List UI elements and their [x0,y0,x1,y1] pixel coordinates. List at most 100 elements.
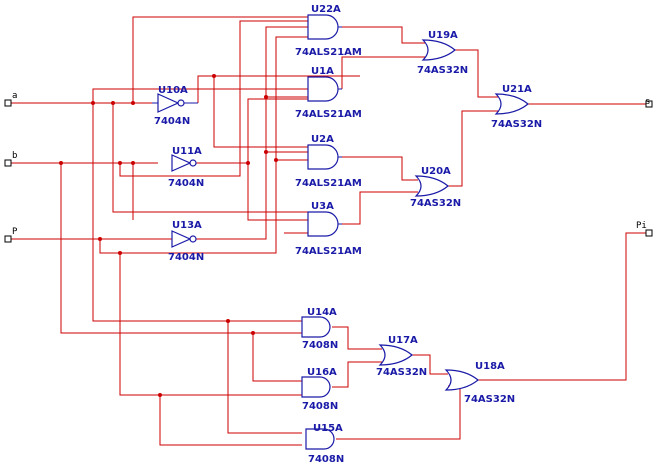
gate-ref-label: U20A [421,166,451,177]
gate-part-label: 74AS32N [491,119,542,130]
output-label-s: s [645,97,650,107]
wire-p-u16a [159,395,302,446]
and3-gate-u22a[interactable]: U22A 74ALS21AM [295,4,362,58]
wire-u3a-u20a [342,191,418,225]
gate-ref-label: U22A [311,4,341,15]
wire-a-u22a [132,16,308,103]
junction-dot [59,161,63,165]
wire-nb-u1a [196,98,308,164]
wire-u17a-u18a [412,354,448,375]
wire-a-u1a [92,88,308,103]
gate-part-label: 74AS32N [417,65,468,76]
gate-part-label: 74ALS21AM [295,109,362,120]
gate-part-label: 7404N [168,178,204,189]
gate-ref-label: U3A [311,201,334,212]
wire-u1a-u19a [341,56,425,89]
gate-part-label: 7408N [308,454,344,465]
input-label-b: b [12,151,17,161]
input-port-p[interactable]: P [4,227,18,243]
gate-part-label: 7404N [154,116,190,127]
wire-u16a-u17a [332,361,382,388]
wire-u2a-u20a [342,156,418,181]
and-gate-u14a[interactable]: U14A 7408N [301,307,338,351]
gate-ref-label: U10A [158,85,188,96]
junction-dot [131,101,135,105]
gate-ref-label: U1A [311,66,334,77]
inverter-u10a[interactable]: U10A 7404N [152,85,198,127]
and-gate-u15a[interactable]: U15A 7408N [305,423,344,465]
junction-dot [274,158,278,162]
gate-ref-label: U21A [502,84,532,95]
output-port-pi[interactable]: Pi [636,221,653,237]
wire-nb-u3a [247,163,308,221]
or-gate-u19a[interactable]: U19A 74AS32N [417,30,468,76]
gate-part-label: 74ALS21AM [295,246,362,257]
gate-ref-label: U17A [388,335,418,346]
wire-b-u14a [60,163,302,334]
and3-gate-u2a[interactable]: U2A 74ALS21AM [295,134,362,189]
wire-u14a-u17a [332,326,382,350]
wire-u15a-u18a [336,385,461,440]
wire-u20a-u21a [448,110,498,187]
junction-dot [111,101,115,105]
junction-dot [131,161,135,165]
junction-dot [98,237,102,241]
gate-ref-label: U16A [307,367,337,378]
inverter-u11a[interactable]: U11A 7404N [168,146,204,189]
gate-part-label: 74ALS21AM [295,47,362,58]
gate-ref-label: U18A [475,361,505,372]
wire-na-u2a [197,75,308,148]
gate-part-label: 7408N [302,340,338,351]
input-port-b[interactable]: b [4,151,17,167]
junction-dot [91,101,95,105]
junction-dot [158,393,162,397]
junctions [59,74,278,397]
gate-ref-label: U14A [307,307,337,318]
and3-gate-u1a[interactable]: U1A 74ALS21AM [295,66,362,120]
gate-part-label: 7408N [302,401,338,412]
gate-part-label: 74ALS21AM [295,178,362,189]
inverter-u13a[interactable]: U13A 7404N [168,220,204,263]
wire-u22a-u19a [342,26,425,44]
gate-ref-label: U2A [311,134,334,145]
input-label-p: P [12,227,18,237]
junction-dot [118,251,122,255]
wire-u19a-u21a [455,49,498,98]
gate-part-label: 74AS32N [410,198,461,209]
junction-dot [264,95,268,99]
junction-dot [251,331,255,335]
junction-dot [264,150,268,154]
gate-part-label: 74AS32N [464,394,515,405]
wire-a-u3a [112,103,308,213]
gate-part-label: 74AS32N [376,367,427,378]
wire-a-u14a [92,103,302,322]
or-gate-u21a[interactable]: U21A 74AS32N [491,84,542,130]
wire-p-u22a [99,36,308,254]
junction-dot [246,161,250,165]
wires [11,16,646,446]
and3-gate-u3a[interactable]: U3A 74ALS21AM [295,201,362,257]
input-label-a: a [12,91,17,101]
or-gate-u18a[interactable]: U18A 74AS32N [444,361,515,405]
wire-np-u1a [196,26,308,240]
and-gate-u16a[interactable]: U16A 7408N [301,367,338,412]
junction-dot [226,319,230,323]
gate-ref-label: U13A [172,220,202,231]
wire-u18a-pi [478,232,646,381]
gate-ref-label: U15A [313,423,343,434]
gate-ref-label: U19A [428,30,458,41]
wire-b-u22a [119,20,308,177]
junction-dot [212,74,216,78]
output-label-pi: Pi [636,221,647,231]
wire-p-u15a [119,253,302,396]
or-gate-u17a[interactable]: U17A 74AS32N [376,335,427,378]
output-port-s[interactable]: s [645,97,653,108]
or-gate-u20a[interactable]: U20A 74AS32N [410,166,461,209]
input-port-a[interactable]: a [4,91,17,107]
wire-a-u16a [227,321,302,434]
junction-dot [118,161,122,165]
gate-ref-label: U11A [172,146,202,157]
gate-part-label: 7404N [168,252,204,263]
wire-b-u15a [252,333,302,382]
